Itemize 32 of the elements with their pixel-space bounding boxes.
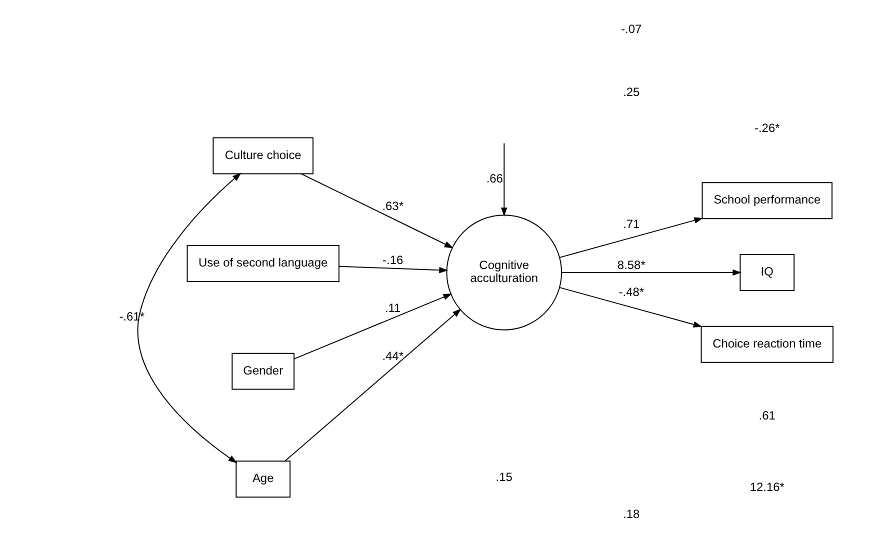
label: -.07 [621,22,642,36]
label: .61 [758,408,776,422]
node-box: Age [236,460,291,498]
arrow [300,173,454,248]
node-box: Gender [232,352,295,390]
arrow [559,217,704,258]
edge-label: -.48* [618,285,644,300]
edge-label: .44* [382,348,404,363]
node-box: Choice reaction time [700,326,834,363]
label: 12.16* [750,480,784,494]
node-box: Use of second language [186,245,340,282]
edge-label: .66 [486,171,503,186]
edge-label: .71 [623,217,640,232]
arrow [500,142,508,217]
node-box: School performance [702,182,832,220]
node-box: IQ [740,254,795,291]
node-circle: Cognitive acculturation [446,214,562,330]
label: .25 [623,84,640,99]
edge-label: -.16 [382,253,404,268]
arrow [559,287,702,328]
node-box: Culture choice [212,137,314,174]
edge-label: 8.58* [617,258,646,272]
arrow [284,308,462,462]
arrow [338,266,448,274]
arrow [137,172,242,464]
label: .15 [496,470,512,484]
edge-label: .11 [384,301,401,316]
arrow [561,269,742,276]
label: .18 [623,507,640,522]
label: -.26* [754,120,780,135]
edge-label: .63* [382,199,404,214]
arrow [294,294,452,360]
